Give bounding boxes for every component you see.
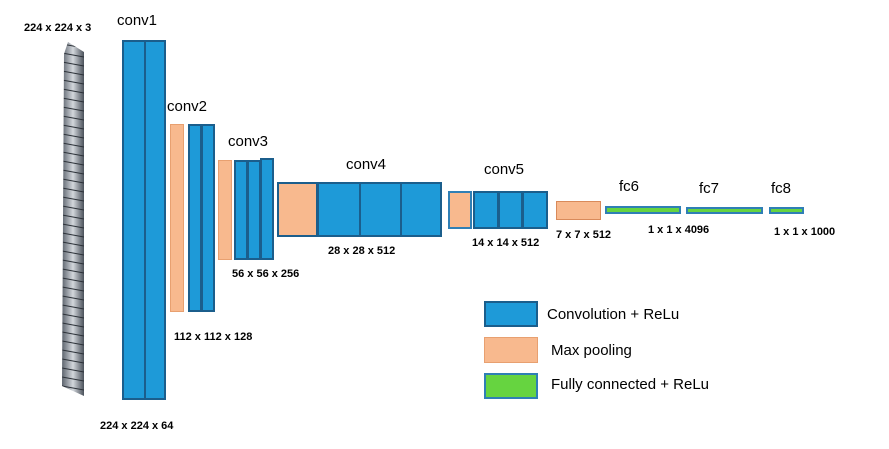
fc8-dimension-label: 1 x 1 x 1000 bbox=[774, 226, 836, 238]
conv2-dimension-label: 112 x 112 x 128 bbox=[174, 331, 253, 343]
conv2-layer-2 bbox=[201, 124, 215, 312]
conv3-label: conv3 bbox=[228, 133, 269, 150]
conv5-layer-3 bbox=[522, 191, 548, 229]
fc7-label: fc7 bbox=[699, 180, 720, 197]
conv3-layer-1 bbox=[234, 160, 248, 260]
pool5-dimension-label: 7 x 7 x 512 bbox=[556, 229, 612, 241]
pool3-layer bbox=[277, 182, 318, 237]
legend-fully-connected-label: Fully connected + ReLu bbox=[551, 376, 710, 393]
fc8-label: fc8 bbox=[771, 180, 792, 197]
input-dimension-label: 224 x 224 x 3 bbox=[24, 22, 92, 34]
conv5-layer-2 bbox=[498, 191, 523, 229]
conv1-label: conv1 bbox=[117, 12, 158, 29]
fc7-layer bbox=[686, 207, 763, 214]
legend-max-pooling-label: Max pooling bbox=[551, 342, 632, 359]
legend-fully-connected-swatch bbox=[484, 373, 538, 399]
conv3-dimension-label: 56 x 56 x 256 bbox=[232, 268, 300, 280]
input-image bbox=[62, 42, 84, 396]
conv3-layer-3 bbox=[260, 158, 274, 260]
conv4-layer-3 bbox=[400, 182, 442, 237]
pool2-layer bbox=[218, 160, 232, 260]
conv4-dimension-label: 28 x 28 x 512 bbox=[328, 245, 396, 257]
pool1-layer bbox=[170, 124, 184, 312]
conv5-label: conv5 bbox=[484, 161, 525, 178]
conv2-label: conv2 bbox=[167, 98, 208, 115]
conv1-dimension-label: 224 x 224 x 64 bbox=[100, 420, 174, 432]
conv4-layer-2 bbox=[359, 182, 402, 237]
legend-convolution-swatch bbox=[484, 301, 538, 327]
legend-convolution-label: Convolution + ReLu bbox=[547, 306, 680, 323]
conv3-layer-2 bbox=[247, 160, 261, 260]
conv2-layer-1 bbox=[188, 124, 202, 312]
conv1-layer-1 bbox=[122, 40, 146, 400]
pool5-layer bbox=[556, 201, 601, 220]
conv5-layer-1 bbox=[473, 191, 499, 229]
fc8-layer bbox=[769, 207, 804, 214]
fc6-label: fc6 bbox=[619, 178, 640, 195]
conv1-layer-2 bbox=[144, 40, 166, 400]
pool4-layer bbox=[448, 191, 472, 229]
legend-max-pooling-swatch bbox=[484, 337, 538, 363]
fc-dimension-label: 1 x 1 x 4096 bbox=[648, 224, 710, 236]
fc6-layer bbox=[605, 206, 681, 214]
conv4-label: conv4 bbox=[346, 156, 387, 173]
conv4-layer-1 bbox=[317, 182, 361, 237]
conv5-dimension-label: 14 x 14 x 512 bbox=[472, 237, 540, 249]
